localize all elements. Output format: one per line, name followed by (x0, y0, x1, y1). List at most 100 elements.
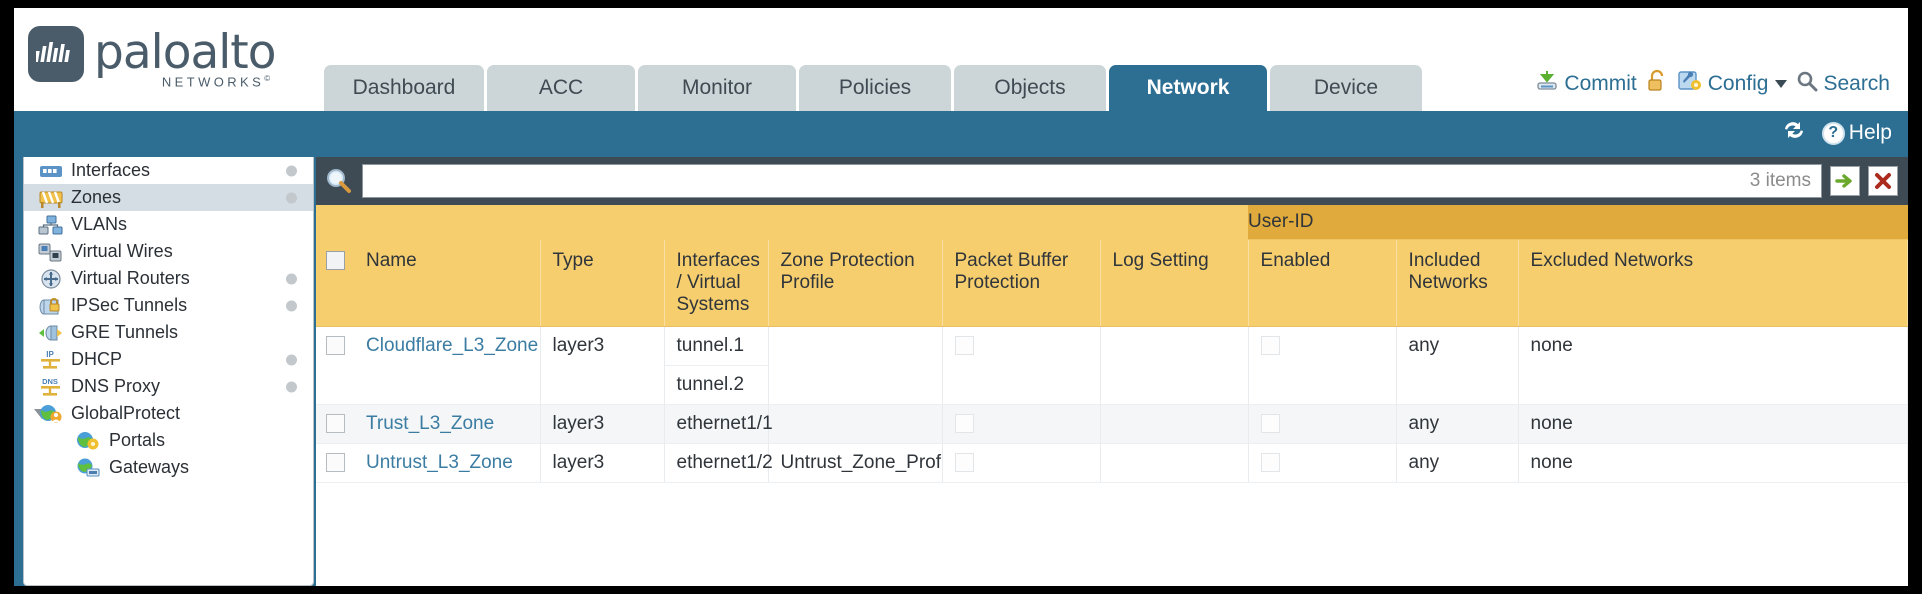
column-header-excluded: Excluded Networks (1518, 239, 1908, 327)
apply-filter-button[interactable] (1830, 166, 1860, 196)
packet-buffer-protection-checkbox[interactable] (954, 452, 974, 472)
tab-acc[interactable]: ACC (487, 65, 635, 111)
help-button[interactable]: ? Help (1821, 121, 1892, 145)
sidebar-status-dot-icon (286, 381, 297, 392)
tab-monitor[interactable]: Monitor (638, 65, 796, 111)
clear-filter-button[interactable] (1868, 166, 1898, 196)
dhcp-icon: IP (38, 350, 64, 370)
help-label: Help (1848, 121, 1892, 144)
sidebar-item-label: Virtual Wires (71, 241, 173, 261)
sidebar-item-label: Gateways (109, 457, 190, 477)
select-all-checkbox[interactable] (316, 239, 354, 327)
portals-icon (76, 431, 102, 451)
cell-log-setting (1100, 326, 1249, 405)
cell-excluded-networks: none (1518, 443, 1908, 483)
sidebar-item-virtual-routers[interactable]: Virtual Routers (24, 265, 313, 292)
column-header-name: Name (354, 239, 541, 327)
cell-interfaces: ethernet1/1 (664, 404, 773, 444)
checkbox-icon[interactable] (326, 250, 345, 270)
tab-device[interactable]: Device (1270, 65, 1422, 111)
sidebar-item-gateways[interactable]: Gateways (24, 454, 313, 481)
commit-icon (1535, 69, 1559, 99)
unlock-icon (1646, 69, 1668, 99)
sidebar-item-vlans[interactable]: VLANs (24, 211, 313, 238)
tab-dashboard[interactable]: Dashboard (324, 65, 484, 111)
search-input[interactable] (373, 169, 1750, 193)
filter-input-wrap[interactable]: 3 items (362, 164, 1822, 198)
brand-name: paloalto (94, 25, 276, 80)
sidebar-status-dot-icon (286, 354, 297, 365)
interface-entry: ethernet1/1 (676, 412, 773, 434)
sidebar-item-label: Virtual Routers (71, 268, 190, 288)
cell-userid-enabled[interactable] (1248, 326, 1397, 405)
group-header-row: User-ID (316, 205, 1908, 240)
row-select-cell[interactable] (316, 326, 354, 405)
unlock-button[interactable] (1646, 69, 1668, 99)
chevron-down-icon[interactable] (1775, 80, 1788, 88)
cell-name: Untrust_L3_Zone (354, 443, 541, 483)
packet-buffer-protection-checkbox[interactable] (954, 413, 974, 433)
brand-logo: paloalto NETWORKS© (28, 26, 276, 89)
column-header-log: Log Setting (1100, 239, 1249, 327)
sidebar-item-gre-tunnels[interactable]: GRE Tunnels (24, 319, 313, 346)
sidebar-item-globalprotect[interactable]: GlobalProtect (24, 400, 313, 427)
userid-enabled-checkbox[interactable] (1260, 413, 1280, 433)
items-count-label: 3 items (1749, 170, 1811, 191)
column-header-type: Type (540, 239, 665, 327)
sidebar-item-label: DNS Proxy (71, 376, 161, 396)
sidebar-item-portals[interactable]: Portals (24, 427, 313, 454)
row-select-cell[interactable] (316, 404, 354, 444)
checkbox-icon[interactable] (326, 413, 345, 433)
userid-enabled-checkbox[interactable] (1260, 452, 1280, 472)
cell-userid-enabled[interactable] (1248, 404, 1397, 444)
search-button[interactable]: Search (1796, 70, 1890, 98)
cell-userid-enabled[interactable] (1248, 443, 1397, 483)
sidebar-item-label: GlobalProtect (71, 403, 181, 423)
interface-entry: tunnel.1 (664, 327, 768, 366)
tab-network[interactable]: Network (1109, 65, 1267, 111)
cell-excluded-networks: none (1518, 326, 1908, 405)
sidebar-item-label: IPSec Tunnels (71, 295, 188, 315)
cell-excluded-networks: none (1518, 404, 1908, 444)
config-button[interactable]: Config (1677, 69, 1788, 99)
refresh-icon[interactable] (1780, 117, 1808, 149)
commit-label: Commit (1564, 72, 1637, 95)
cell-packet-buffer-protection[interactable] (942, 326, 1101, 405)
zone-name-link[interactable]: Untrust_L3_Zone (366, 451, 513, 473)
column-header-included: Included Networks (1396, 239, 1519, 327)
cell-type: layer3 (540, 443, 665, 483)
sidebar-item-zones[interactable]: Zones (24, 184, 313, 211)
filter-search-icon[interactable] (324, 166, 354, 196)
virtual-routers-icon (38, 268, 64, 289)
column-header-pbp: Packet Buffer Protection (942, 239, 1101, 327)
sidebar-item-interfaces[interactable]: Interfaces (24, 157, 313, 184)
zone-name-link[interactable]: Trust_L3_Zone (366, 412, 495, 434)
row-select-cell[interactable] (316, 443, 354, 483)
commit-button[interactable]: Commit (1535, 69, 1637, 99)
sidebar-status-dot-icon (286, 273, 297, 284)
cell-packet-buffer-protection[interactable] (942, 443, 1101, 483)
zone-name-link[interactable]: Cloudflare_L3_Zone (366, 334, 539, 356)
tab-objects[interactable]: Objects (954, 65, 1106, 111)
checkbox-icon[interactable] (326, 335, 345, 355)
tab-policies[interactable]: Policies (799, 65, 951, 111)
sidebar-item-label: Interfaces (71, 160, 151, 180)
checkbox-icon[interactable] (326, 452, 345, 472)
userid-enabled-checkbox[interactable] (1260, 335, 1280, 355)
sidebar-item-virtual-wires[interactable]: Virtual Wires (24, 238, 313, 265)
config-icon (1677, 69, 1703, 99)
cell-packet-buffer-protection[interactable] (942, 404, 1101, 444)
sidebar-item-ipsec-tunnels[interactable]: IPSec Tunnels (24, 292, 313, 319)
column-header-enabled: Enabled (1248, 239, 1397, 327)
packet-buffer-protection-checkbox[interactable] (954, 335, 974, 355)
